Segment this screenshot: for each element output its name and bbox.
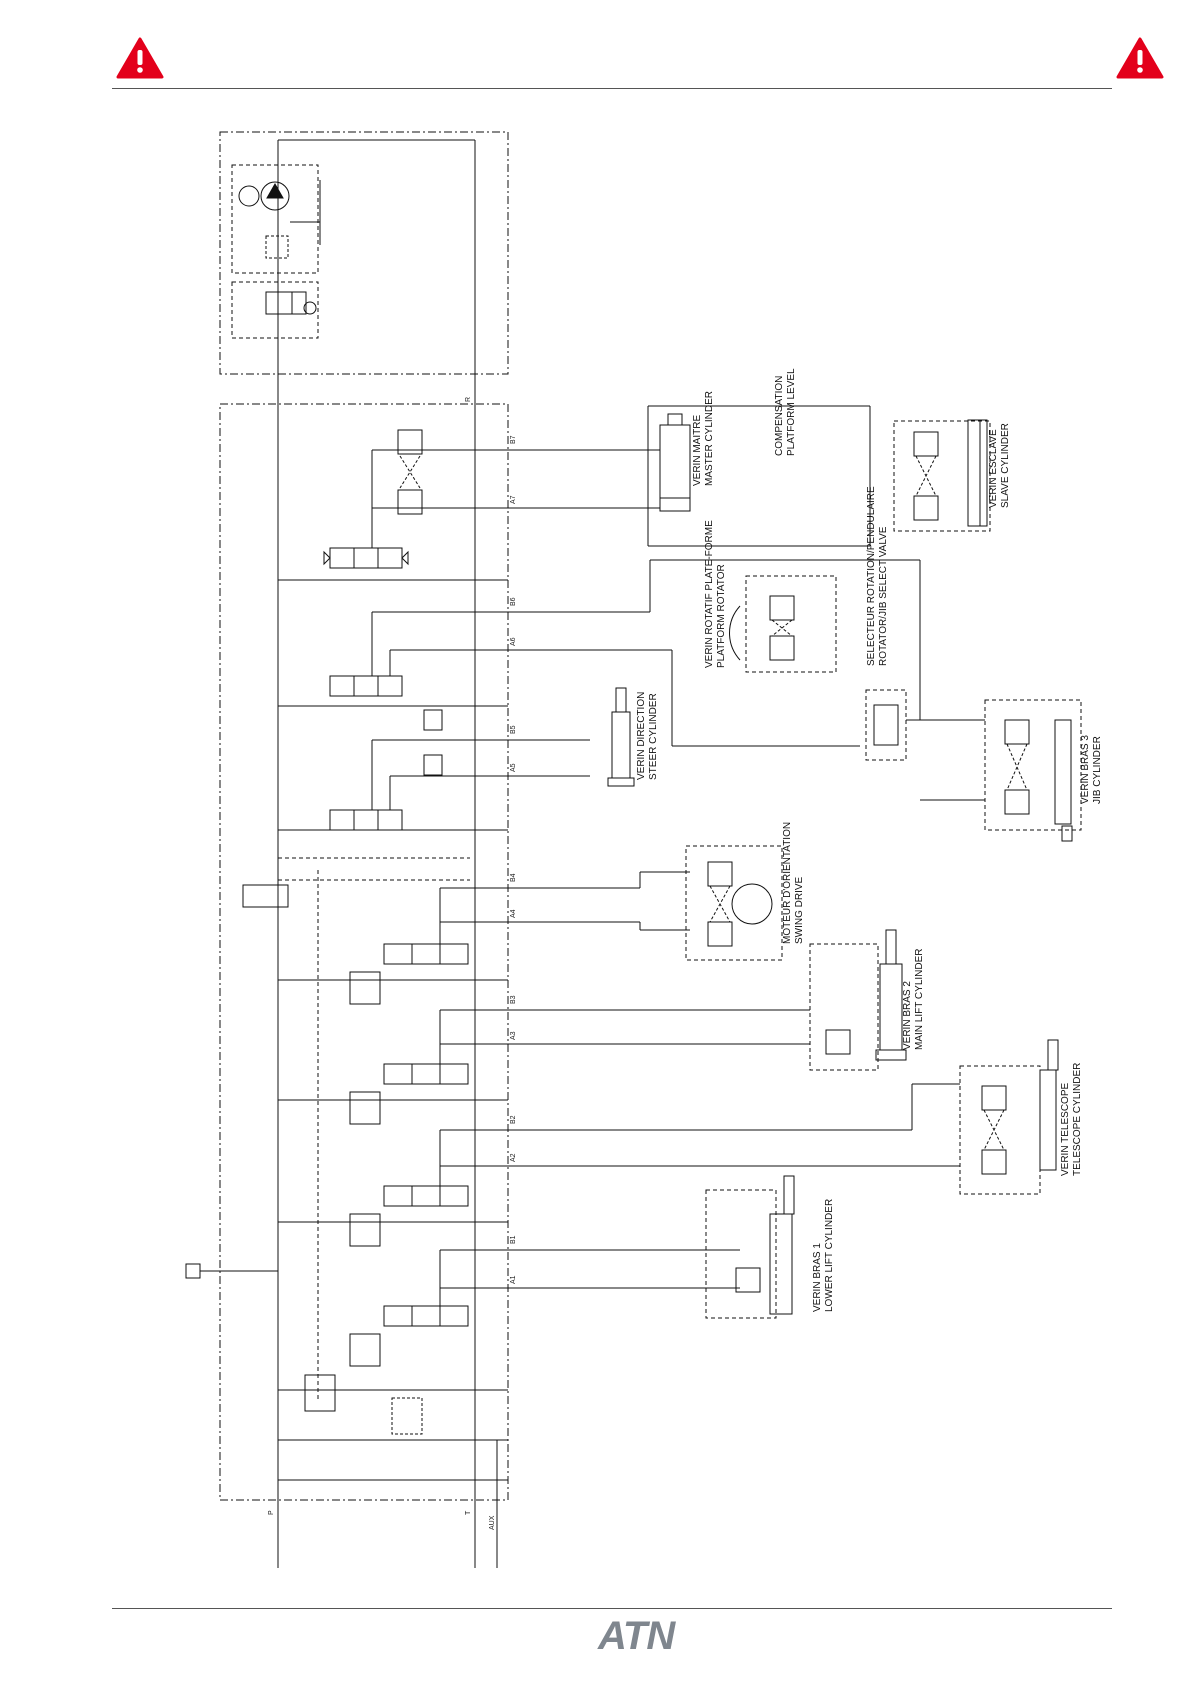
relief-valve — [304, 1374, 336, 1412]
slave-cylinder — [893, 419, 991, 532]
svg-text:A6: A6 — [510, 637, 517, 646]
valve-section-7 — [323, 429, 510, 569]
steer-cylinder — [607, 687, 635, 787]
svg-text:COMPENSATIONPLATFORM LEVEL: COMPENSATIONPLATFORM LEVEL — [774, 368, 797, 456]
selector-valve — [865, 689, 907, 761]
valve-section-2 — [349, 1129, 510, 1247]
svg-text:P: P — [268, 1510, 275, 1515]
telescope-cylinder — [959, 1039, 1059, 1195]
valve-section-4 — [349, 887, 510, 1005]
valve-section-3 — [349, 1009, 510, 1125]
svg-text:A7: A7 — [510, 495, 517, 504]
platform-rotator — [729, 575, 837, 673]
component-labels: COMPENSATIONPLATFORM LEVEL VERIN MAITREM… — [636, 368, 1103, 1312]
motor-symbol — [238, 185, 260, 207]
svg-text:A3: A3 — [510, 1031, 517, 1040]
lower-lift-cylinder — [705, 1175, 795, 1319]
warning-triangle-icon — [116, 37, 164, 79]
svg-text:VERIN BRAS 1LOWER LIFT CYLINDE: VERIN BRAS 1LOWER LIFT CYLINDER — [812, 1199, 835, 1312]
master-cylinder — [659, 413, 691, 512]
header-rule — [112, 88, 1112, 89]
swing-drive — [685, 845, 783, 961]
svg-text:VERIN MAITREMASTER CYLINDER: VERIN MAITREMASTER CYLINDER — [692, 391, 715, 486]
port-labels: B7 A7 B6 A6 B5 A5 B4 A4 B3 A3 B2 A2 B1 A… — [268, 397, 517, 1530]
emergency-switch — [185, 1263, 201, 1279]
svg-text:MOTEUR D'ORIENTATIONSWING DRIV: MOTEUR D'ORIENTATIONSWING DRIVE — [782, 822, 805, 944]
svg-text:R: R — [465, 397, 472, 402]
valve-section-1 — [349, 1249, 510, 1367]
bus-lines — [278, 579, 508, 1481]
svg-text:A2: A2 — [510, 1153, 517, 1162]
hoses — [510, 405, 960, 1289]
svg-text:B5: B5 — [510, 725, 517, 734]
svg-text:A1: A1 — [510, 1275, 517, 1284]
atn-logo: ATN — [598, 1614, 675, 1658]
svg-text:VERIN ESCLAVESLAVE CYLINDER: VERIN ESCLAVESLAVE CYLINDER — [988, 423, 1011, 508]
svg-text:SELECTEUR ROTATION/PENDULAIRER: SELECTEUR ROTATION/PENDULAIREROTATOR/JIB… — [866, 486, 889, 666]
svg-text:VERIN TELESCOPETELESCOPE CYLIN: VERIN TELESCOPETELESCOPE CYLINDER — [1060, 1063, 1083, 1176]
optional-module-frame — [219, 131, 509, 375]
svg-text:B1: B1 — [510, 1235, 517, 1244]
svg-text:B7: B7 — [510, 435, 517, 444]
valve-section-5 — [329, 709, 510, 831]
svg-text:B4: B4 — [510, 873, 517, 882]
svg-text:B6: B6 — [510, 597, 517, 606]
warning-triangle-icon — [1116, 37, 1164, 79]
svg-text:T: T — [465, 1510, 472, 1515]
svg-text:VERIN ROTATIF PLATE-FORMEPLATF: VERIN ROTATIF PLATE-FORMEPLATFORM ROTATO… — [704, 520, 727, 668]
svg-text:VERIN BRAS 3JIB CYLINDER: VERIN BRAS 3JIB CYLINDER — [1080, 735, 1103, 804]
footer-rule — [112, 1608, 1112, 1609]
svg-text:B2: B2 — [510, 1115, 517, 1124]
svg-text:VERIN BRAS 2MAIN LIFT CYLINDER: VERIN BRAS 2MAIN LIFT CYLINDER — [902, 949, 925, 1051]
jib-cylinder — [906, 699, 1082, 842]
svg-text:A5: A5 — [510, 763, 517, 772]
hand-pump — [242, 884, 289, 908]
pump-group-frame — [231, 164, 319, 274]
svg-text:A4: A4 — [510, 909, 517, 918]
main-manifold-frame — [219, 403, 509, 1501]
pressure-filter — [391, 1397, 423, 1435]
valve-group-frame — [231, 281, 319, 339]
pump-symbol — [260, 181, 290, 211]
svg-text:B3: B3 — [510, 995, 517, 1004]
svg-text:VERIN DIRECTIONSTEER CYLINDER: VERIN DIRECTIONSTEER CYLINDER — [636, 692, 659, 780]
main-lift-cylinder — [809, 929, 907, 1071]
svg-text:AUX: AUX — [489, 1515, 496, 1530]
valve-section-6 — [329, 611, 510, 697]
